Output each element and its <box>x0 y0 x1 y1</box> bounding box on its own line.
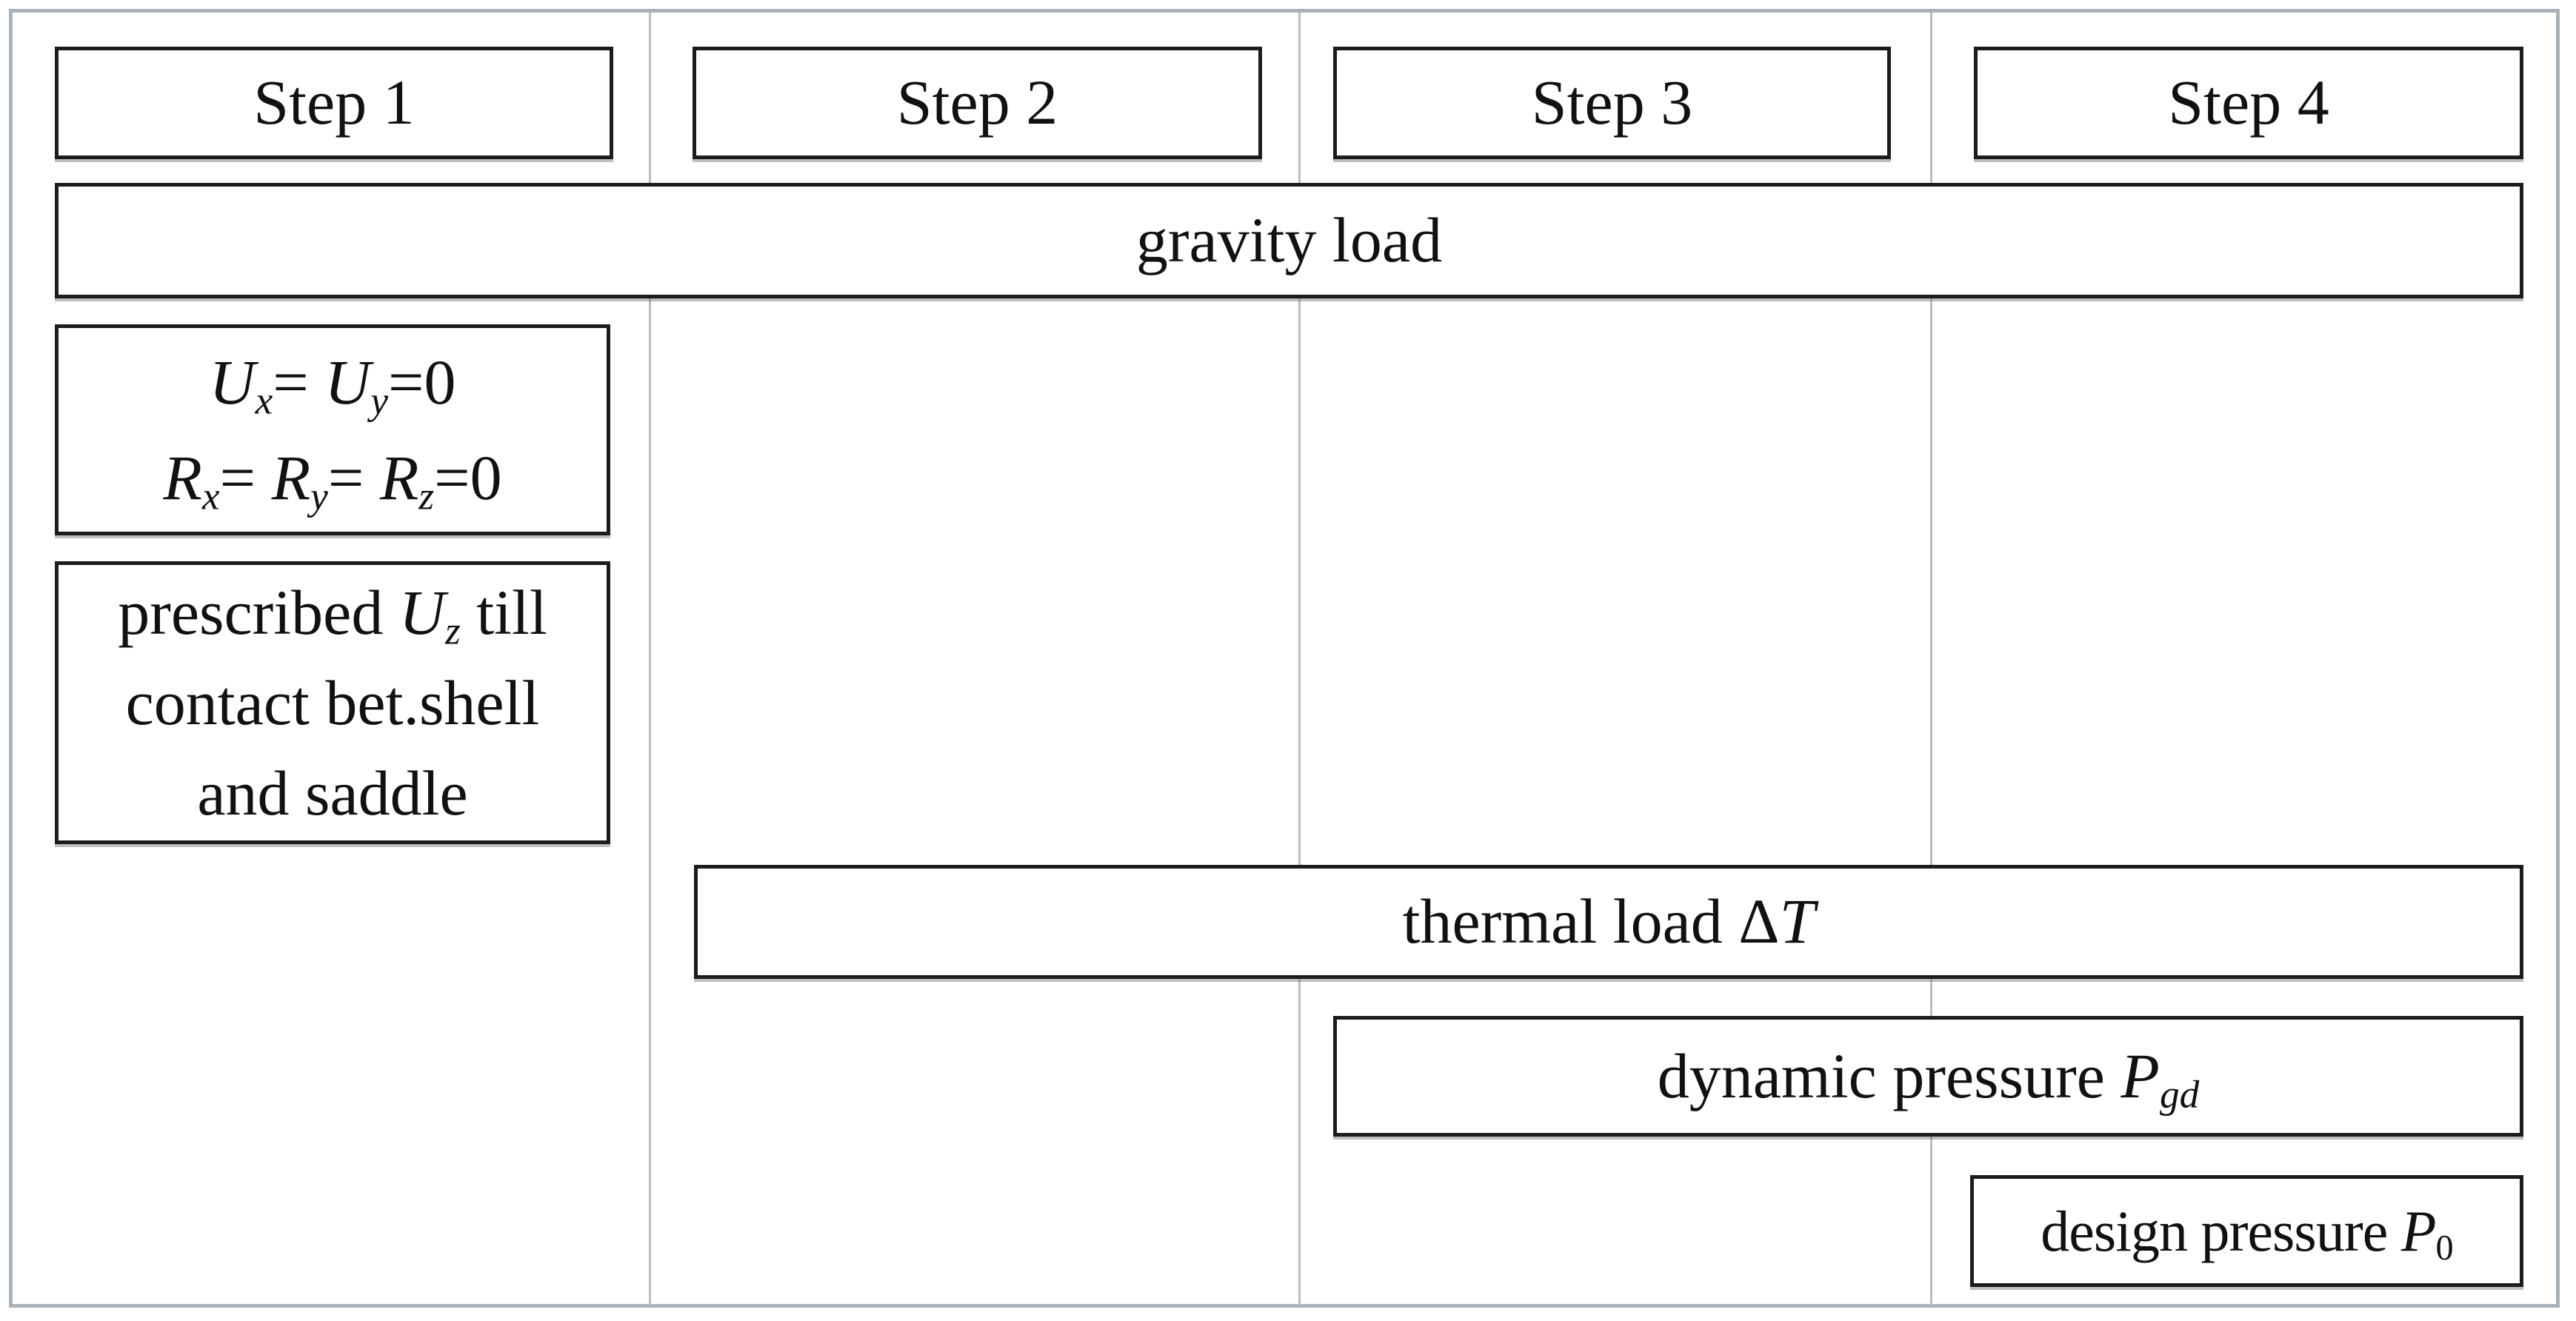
step-2-label: Step 2 <box>896 67 1058 138</box>
boundary-conditions-line-2: Rx= Ry= Rz=0 <box>163 441 502 518</box>
boundary-conditions-box: Ux= Uy=0 Rx= Ry= Rz=0 <box>55 324 610 535</box>
thermal-load-bar: thermal load ΔT <box>694 865 2523 979</box>
outer-frame <box>9 9 2560 1308</box>
prescribed-displacement-box: prescribed Uz till contact bet.shell and… <box>55 561 610 844</box>
column-divider-3 <box>1930 13 1932 1305</box>
prescribed-line-2: contact bet.shell <box>125 666 540 738</box>
dynamic-pressure-bar: dynamic pressure Pgd <box>1333 1016 2523 1137</box>
column-header-step-4: Step 4 <box>1974 47 2523 159</box>
column-header-step-3: Step 3 <box>1333 47 1891 159</box>
step-4-label: Step 4 <box>2168 67 2329 138</box>
dynamic-pressure-label: dynamic pressure Pgd <box>1657 1040 2200 1117</box>
design-pressure-label: design pressure P0 <box>2041 1198 2453 1268</box>
column-header-step-1: Step 1 <box>55 47 613 159</box>
boundary-conditions-line-1: Ux= Uy=0 <box>209 346 456 422</box>
step-1-label: Step 1 <box>253 67 415 138</box>
column-divider-1 <box>649 13 651 1305</box>
prescribed-line-1: prescribed Uz till <box>118 576 547 653</box>
thermal-load-label: thermal load ΔT <box>1402 886 1815 957</box>
design-pressure-box: design pressure P0 <box>1970 1175 2523 1287</box>
gravity-load-label: gravity load <box>1135 204 1443 276</box>
prescribed-line-3: and saddle <box>197 758 468 829</box>
step-3-label: Step 3 <box>1531 67 1693 138</box>
column-divider-2 <box>1298 13 1301 1305</box>
column-header-step-2: Step 2 <box>693 47 1262 159</box>
gravity-load-bar: gravity load <box>55 183 2523 298</box>
